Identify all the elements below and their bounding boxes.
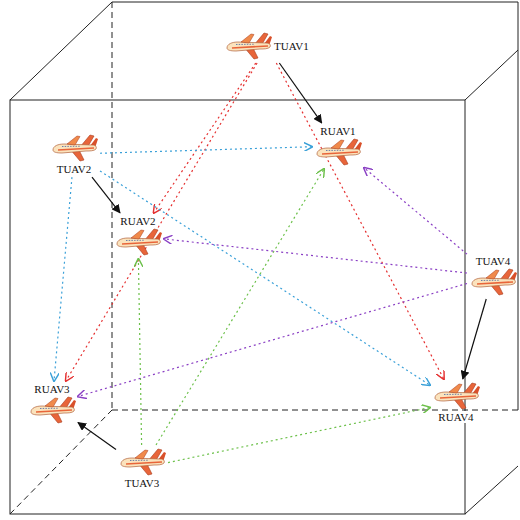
uav-node: RUAV2	[114, 215, 162, 257]
interference-arrow	[168, 408, 430, 463]
cube-back-right	[518, 2, 519, 410]
uav-node: RUAV1	[314, 125, 362, 167]
airplane-icon	[114, 227, 162, 257]
cube-hidden-edge	[10, 410, 112, 514]
uav-label: TUAV2	[55, 163, 94, 175]
uav-label: RUAV2	[118, 215, 157, 227]
uav-node: TUAV3	[118, 447, 166, 489]
uav-node: RUAV3	[28, 383, 76, 425]
interference-arrow	[100, 147, 312, 153]
uav-node: TUAV2	[50, 133, 98, 175]
interference-arrow	[156, 169, 324, 445]
uav-label: RUAV3	[32, 383, 71, 395]
uav-label: RUAV4	[436, 411, 475, 423]
airplane-icon	[28, 395, 76, 425]
link-arrow	[463, 299, 486, 379]
interference-arrow	[164, 239, 467, 273]
interference-arrow	[276, 63, 443, 379]
interference-arrow	[66, 63, 257, 381]
uav-label: RUAV1	[318, 125, 357, 137]
uav-label: TUAV3	[123, 477, 162, 489]
cube-edge	[465, 50, 518, 100]
interference-arrow	[78, 283, 467, 396]
airplane-icon	[432, 381, 480, 411]
cube-hidden-edge	[112, 2, 113, 410]
airplane-icon	[118, 447, 166, 477]
interference-arrow	[100, 171, 430, 385]
interference-arrow	[138, 259, 141, 445]
airplane-icon	[469, 267, 517, 297]
uav-node: RUAV4	[432, 381, 480, 423]
link-arrow	[279, 63, 321, 123]
uav-label: TUAV4	[474, 255, 513, 267]
interference-arrow	[54, 177, 72, 381]
cube-front-face	[10, 100, 465, 514]
airplane-icon	[50, 133, 98, 163]
uav-label: TUAV1	[272, 40, 311, 52]
link-arrow	[92, 177, 120, 213]
cube-edge	[10, 2, 112, 100]
cube-edge	[465, 466, 518, 514]
interference-arrow	[154, 63, 256, 213]
airplane-icon	[314, 137, 362, 167]
link-arrow	[78, 422, 116, 449]
interference-arrow	[364, 168, 467, 254]
uav-node: TUAV4	[469, 255, 517, 297]
airplane-icon	[224, 31, 272, 61]
uav-node: TUAV1	[224, 31, 311, 61]
cube-back-top	[112, 2, 518, 3]
